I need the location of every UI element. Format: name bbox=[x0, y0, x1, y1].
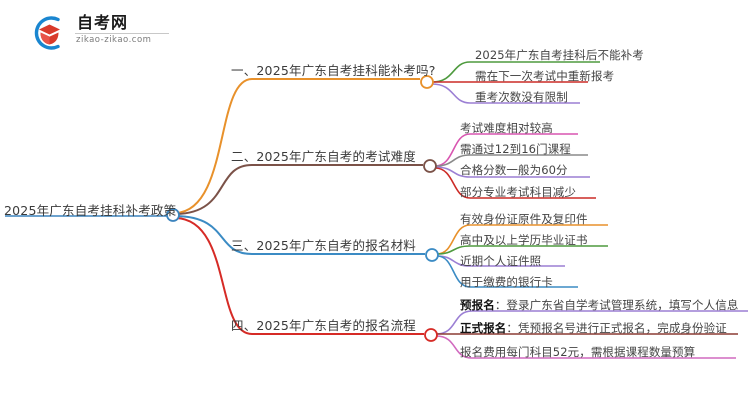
branch-2-spine bbox=[175, 164, 423, 215]
leaf-label-1-3[interactable]: 重考次数没有限制 bbox=[475, 90, 568, 104]
branch-label-1[interactable]: 一、2025年广东自考挂科能补考吗? bbox=[231, 63, 436, 78]
leaf-label-2-2[interactable]: 需通过12到16门课程 bbox=[460, 142, 571, 156]
logo-title: 自考网 bbox=[77, 13, 129, 32]
branch-label-2[interactable]: 二、2025年广东自考的考试难度 bbox=[231, 149, 417, 164]
leaf-label-1-1[interactable]: 2025年广东自考挂科后不能补考 bbox=[475, 48, 644, 62]
branch-2-node-dot bbox=[423, 159, 437, 173]
branch-4-node-dot bbox=[424, 328, 438, 342]
branch-label-4[interactable]: 四、2025年广东自考的报名流程 bbox=[231, 318, 417, 333]
leaf-label-4-1-text: 登录广东省自学考试管理系统，填写个人信息 bbox=[506, 298, 739, 312]
root-label[interactable]: 2025年广东自考挂科补考政策 bbox=[4, 203, 177, 218]
leaf-label-3-1[interactable]: 有效身份证原件及复印件 bbox=[460, 212, 588, 226]
leaf-label-4-2-bold: 正式报名 bbox=[460, 321, 507, 335]
leaf-label-4-1[interactable]: 预报名：登录广东省自学考试管理系统，填写个人信息 bbox=[460, 297, 738, 313]
leaf-label-4-2[interactable]: 正式报名：凭预报名号进行正式报名，完成身份验证 bbox=[460, 320, 727, 336]
leaf-label-3-3[interactable]: 近期个人证件照 bbox=[460, 254, 542, 268]
site-logo: 自考网 zikao-zikao.com bbox=[28, 12, 169, 54]
logo-mark-icon bbox=[28, 14, 68, 52]
leaf-label-3-2[interactable]: 高中及以上学历毕业证书 bbox=[460, 233, 588, 247]
logo-divider bbox=[75, 33, 169, 34]
leaf-label-2-4[interactable]: 部分专业考试科目减少 bbox=[460, 185, 576, 199]
leaf-label-4-1-bold: 预报名 bbox=[460, 298, 495, 312]
leaf-label-4-3[interactable]: 报名费用每门科目52元，需根据课程数量预算 bbox=[460, 345, 696, 359]
branch-3-node-dot bbox=[425, 248, 439, 262]
leaf-label-2-3[interactable]: 合格分数一般为60分 bbox=[460, 163, 568, 177]
leaf-label-4-2-sep: ： bbox=[506, 321, 519, 335]
branch-label-3[interactable]: 三、2025年广东自考的报名材料 bbox=[231, 238, 417, 253]
leaf-label-1-2[interactable]: 需在下一次考试中重新报考 bbox=[475, 69, 615, 83]
logo-url: zikao-zikao.com bbox=[76, 35, 152, 45]
leaf-label-2-1[interactable]: 考试难度相对较高 bbox=[460, 121, 553, 135]
leaf-label-3-4[interactable]: 用于缴费的银行卡 bbox=[460, 275, 553, 289]
leaf-label-4-1-sep: ： bbox=[494, 298, 507, 312]
leaf-label-4-2-text: 凭预报名号进行正式报名，完成身份验证 bbox=[518, 321, 727, 335]
